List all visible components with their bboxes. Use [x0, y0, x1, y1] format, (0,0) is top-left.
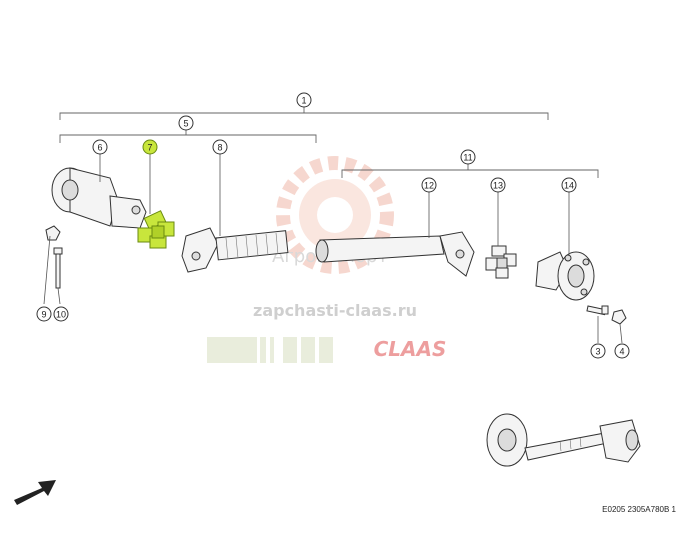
watermark: АгроИмпорт zapchasti-claas.ru CLAAS [207, 156, 447, 363]
callout-12: 12 [421, 177, 437, 193]
leader-lines [43, 153, 623, 344]
bracket-assembly-5 [59, 130, 317, 143]
callout-label: 6 [97, 143, 102, 153]
part-12-tube-shaft [315, 231, 475, 277]
part-14-flange-yoke [535, 251, 595, 301]
bracket-assembly-11 [341, 164, 599, 178]
callout-6: 6 [92, 139, 108, 155]
callout-3: 3 [590, 343, 606, 359]
callout-14: 14 [561, 177, 577, 193]
callout-label: 8 [217, 143, 222, 153]
watermark-site: zapchasti-claas.ru [253, 301, 417, 320]
callout-8: 8 [212, 139, 228, 155]
callout-label: 5 [183, 119, 188, 129]
callout-label: 14 [564, 181, 574, 191]
callout-9: 9 [36, 306, 52, 322]
callout-1: 1 [296, 92, 312, 108]
callout-label: 12 [424, 181, 434, 191]
callout-label: 13 [493, 181, 503, 191]
callout-label: 9 [41, 310, 46, 320]
part-3-bolt [586, 305, 609, 316]
callout-10: 10 [53, 306, 69, 322]
callout-label: 1 [301, 96, 306, 106]
callout-label: 4 [619, 347, 624, 357]
watermark-claas-logo: CLAAS [374, 337, 447, 361]
part-9-nut [45, 225, 61, 241]
callout-label: 3 [595, 347, 600, 357]
part-13-cross-journal [485, 245, 517, 279]
callout-7: 7 [142, 139, 158, 155]
callout-5: 5 [178, 115, 194, 131]
direction-arrow-icon [14, 480, 56, 505]
callout-4: 4 [614, 343, 630, 359]
part-7-cross-journal [137, 210, 175, 249]
part-6-yoke-hub [51, 167, 147, 229]
callout-13: 13 [490, 177, 506, 193]
part-8-splined-shaft [181, 227, 289, 273]
part-4-nut [611, 309, 627, 325]
bracket-assembly-1 [59, 107, 549, 120]
inset-overview-drawing [486, 413, 641, 467]
part-10-bolt [53, 247, 63, 289]
callout-label: 11 [463, 153, 472, 163]
watermark-bars [207, 337, 333, 363]
document-code: E0205 2305A780B 1 [602, 505, 676, 514]
callout-label: 7 [147, 143, 152, 153]
watermark-gear-icon [276, 156, 394, 274]
callout-label: 10 [56, 310, 66, 320]
callout-11: 11 [460, 149, 476, 165]
